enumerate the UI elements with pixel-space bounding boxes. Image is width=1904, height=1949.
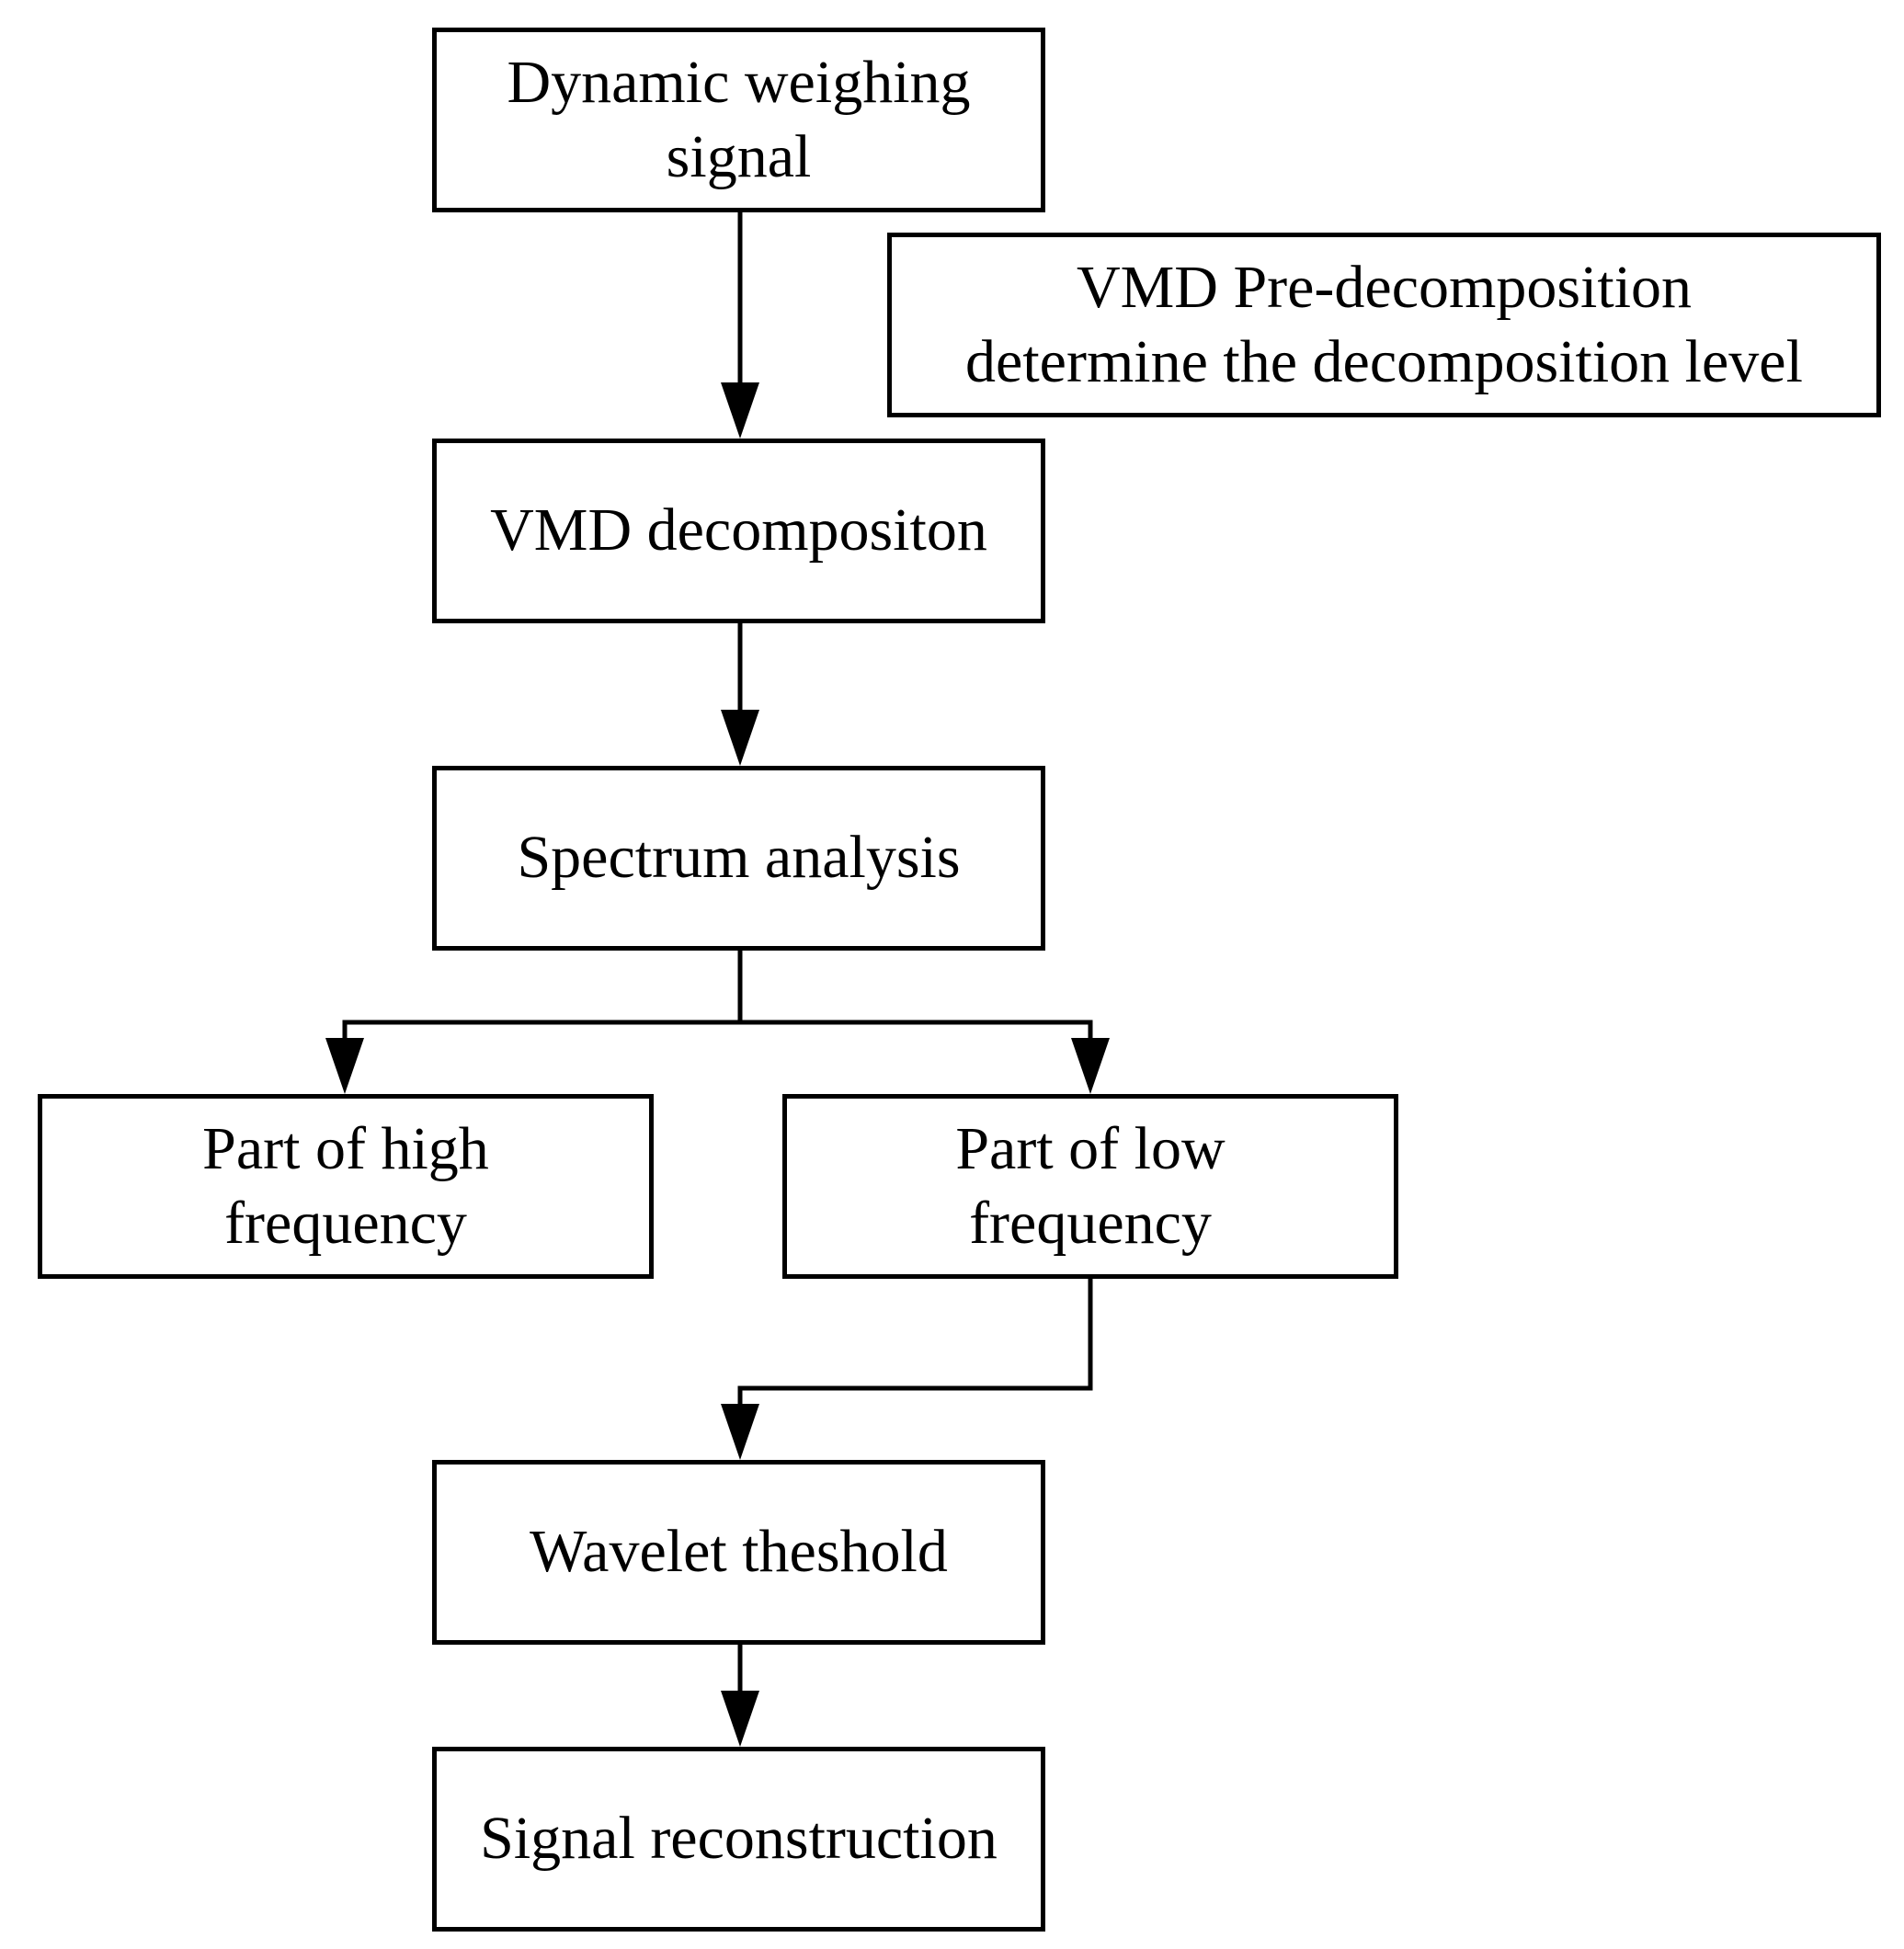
node-vmd-pre-decomposition: VMD Pre-decomposition determine the deco…: [887, 233, 1881, 417]
edge-split-bar: [342, 1020, 1093, 1040]
node-label-line: Part of high: [202, 1114, 489, 1182]
node-label-line: VMD decompositon: [490, 496, 987, 564]
arrowhead-signal-to-vmd: [721, 382, 759, 439]
node-label: Dynamic weighing signal: [507, 46, 970, 194]
node-label-line: signal: [666, 122, 812, 190]
node-label: Signal reconstruction: [480, 1802, 998, 1876]
edge-low-to-wavelet: [737, 1279, 1093, 1406]
arrowhead-vmd-to-spectrum: [721, 710, 759, 766]
arrowhead-to-high-frequency: [325, 1038, 364, 1094]
node-dynamic-weighing-signal: Dynamic weighing signal: [432, 28, 1045, 212]
arrowhead-to-low-frequency: [1071, 1038, 1110, 1094]
node-label-line: VMD Pre-decomposition: [1076, 253, 1693, 321]
node-label-line: frequency: [224, 1189, 467, 1257]
node-label-line: Part of low: [955, 1114, 1226, 1182]
node-spectrum-analysis: Spectrum analysis: [432, 766, 1045, 951]
node-signal-reconstruction: Signal reconstruction: [432, 1747, 1045, 1932]
node-label: Spectrum analysis: [517, 821, 960, 895]
node-label-line: Spectrum analysis: [517, 824, 961, 892]
node-label: Wavelet theshold: [530, 1515, 948, 1590]
node-label-line: Wavelet theshold: [530, 1518, 948, 1586]
node-label: VMD Pre-decomposition determine the deco…: [965, 251, 1803, 399]
node-high-frequency: Part of high frequency: [38, 1094, 654, 1279]
node-label-line: Dynamic weighing: [507, 48, 971, 116]
node-label-line: frequency: [969, 1189, 1212, 1257]
node-vmd-decomposition: VMD decompositon: [432, 439, 1045, 623]
node-label: Part of high frequency: [202, 1112, 489, 1260]
node-label: VMD decompositon: [490, 494, 987, 568]
node-low-frequency: Part of low frequency: [782, 1094, 1398, 1279]
node-label-line: determine the decomposition level: [965, 327, 1803, 395]
node-label-line: Signal reconstruction: [480, 1805, 998, 1873]
node-wavelet-threshold: Wavelet theshold: [432, 1460, 1045, 1645]
arrowhead-low-to-wavelet: [721, 1404, 759, 1460]
node-label: Part of low frequency: [955, 1112, 1225, 1260]
arrowhead-wavelet-to-reconstruction: [721, 1691, 759, 1747]
